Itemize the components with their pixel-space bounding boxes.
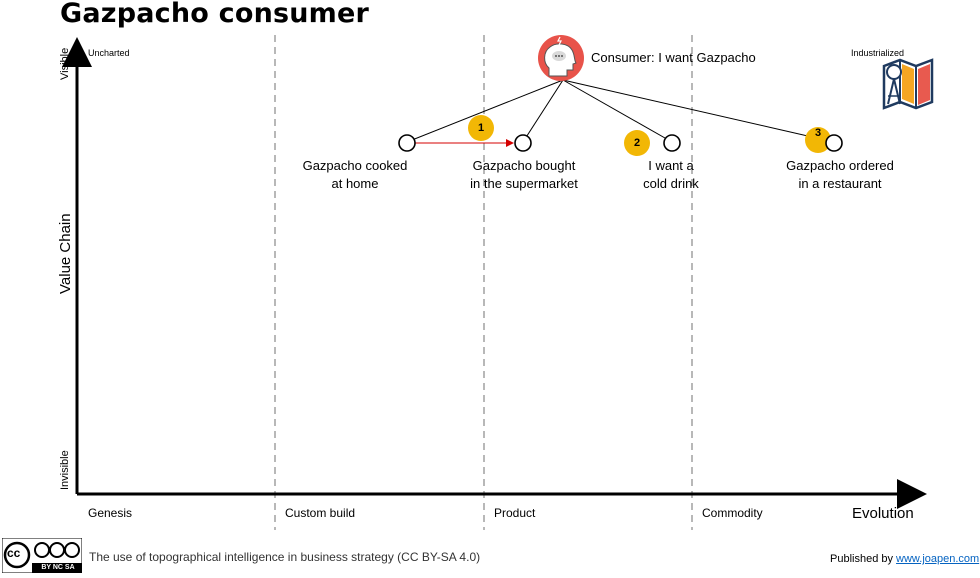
invisible-label: Invisible: [59, 450, 71, 490]
link-anchor-restaurant: [562, 79, 835, 143]
node-restaurant: [825, 134, 843, 152]
annotation-3-circle: [805, 127, 831, 153]
industrialized-label: Industrialized: [851, 48, 905, 58]
cc-license-logo: cc BY NC SA: [1, 537, 83, 574]
node-label-line: in the supermarket: [470, 176, 578, 191]
node-label-line: Gazpacho bought: [472, 158, 576, 173]
uncharted-label: Uncharted: [88, 48, 130, 58]
stage-product: Product: [494, 506, 536, 520]
annotation-badge-2: 2: [624, 130, 650, 156]
map-title: Gazpacho consumer: [60, 0, 370, 29]
map-compass-icon: [882, 58, 934, 110]
node-label-line: I want a: [648, 158, 694, 173]
anchor-label: Consumer: I want Gazpacho: [591, 50, 756, 65]
link-anchor-drink: [562, 79, 673, 143]
cc-terms: BY NC SA: [41, 564, 75, 571]
published-by: Published by www.joapen.com: [830, 553, 979, 565]
stage-custom-build: Custom build: [285, 506, 356, 520]
link-anchor-supermarket: [522, 79, 564, 143]
value-chain-label: Value Chain: [57, 213, 74, 294]
annotation-badge-3: 3: [814, 127, 822, 139]
node-home: [398, 134, 416, 152]
node-label-line: in a restaurant: [798, 176, 882, 191]
node-label-line: Gazpacho cooked: [302, 158, 408, 173]
anchor-head-icon: [538, 35, 584, 81]
link-anchor-home: [406, 79, 564, 143]
node-label-line: cold drink: [643, 176, 699, 191]
node-label-supermarket: Gazpacho bought in the supermarket: [458, 157, 590, 193]
node-label-home: Gazpacho cooked at home: [295, 157, 415, 193]
publisher-link[interactable]: www.joapen.com: [896, 553, 980, 565]
stage-genesis: Genesis: [88, 506, 133, 520]
visible-label: Visible: [59, 47, 71, 80]
node-supermarket: [514, 134, 532, 152]
annotation-badge-1: 1: [468, 115, 494, 141]
node-label-restaurant: Gazpacho ordered in a restaurant: [776, 157, 904, 193]
node-label-line: Gazpacho ordered: [786, 158, 894, 173]
stage-commodity: Commodity: [702, 506, 763, 520]
node-label-drink: I want a cold drink: [626, 157, 716, 193]
evolution-label: Evolution: [852, 505, 914, 522]
footer-text: The use of topographical intelligence in…: [89, 550, 481, 564]
node-drink: [663, 134, 681, 152]
node-label-line: at home: [331, 176, 379, 191]
cc-icon: cc: [7, 546, 21, 560]
published-by-label: Published by: [830, 553, 897, 565]
